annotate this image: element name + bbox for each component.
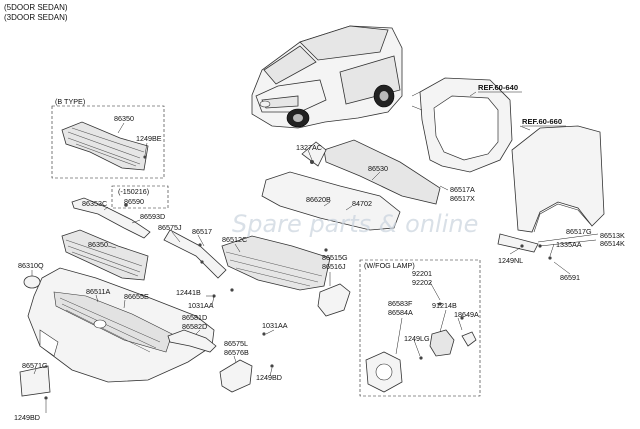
label-18649A: 18649A: [454, 310, 479, 319]
radiator-support-frame: [411, 77, 513, 173]
label-86350-btype: 86350: [114, 114, 134, 123]
label-86583F: 86583F: [388, 299, 413, 308]
front-fender: [511, 125, 605, 233]
label-1249LG: 1249LG: [404, 334, 430, 343]
label-86513K: 86513K: [600, 231, 625, 240]
label-86593D: 86593D: [140, 212, 165, 221]
fog-lamp-box: [359, 259, 481, 397]
label-1031AA-right: 1031AA: [262, 321, 288, 330]
car-illustration: [251, 25, 403, 129]
label-86353C: 86353C: [82, 199, 107, 208]
label-84702: 84702: [352, 199, 372, 208]
leader-lines: [31, 91, 599, 413]
fog-lamp-label: (W/FOG LAMP): [364, 261, 415, 270]
lower-grille: [221, 235, 331, 291]
btype-label: (B TYPE): [55, 97, 85, 106]
label-86515G: 86515G: [322, 253, 348, 262]
btype-box: [51, 105, 165, 179]
label-86590: 86590: [124, 197, 144, 206]
bumper-lower-trim: [167, 329, 217, 353]
label-86512C: 86512C: [222, 235, 247, 244]
label-150216: (-150216): [118, 187, 149, 196]
label-86655E: 86655E: [124, 292, 149, 301]
side-bumper-piece: [219, 359, 253, 393]
label-86517X: 86517X: [450, 194, 475, 203]
label-86591: 86591: [560, 273, 580, 282]
front-bumper-cover: [27, 267, 215, 383]
label-86517A: 86517A: [450, 185, 475, 194]
label-86582D: 86582D: [182, 322, 207, 331]
label-92201: 92201: [412, 269, 432, 278]
label-86620B: 86620B: [306, 195, 331, 204]
label-86517: 86517: [192, 227, 212, 236]
fasteners: [44, 155, 552, 400]
label-86581D: 86581D: [182, 313, 207, 322]
label-86571G: 86571G: [22, 361, 48, 370]
label-1335AA: 1335AA: [556, 240, 582, 249]
label-1249BD-right: 1249BD: [256, 373, 282, 382]
ref-label-60-660: REF.60-660: [522, 117, 562, 126]
label-86530: 86530: [368, 164, 388, 173]
label-86516J: 86516J: [322, 262, 346, 271]
label-1031AA-left: 1031AA: [188, 301, 214, 310]
header-3door: (3DOOR SEDAN): [4, 13, 68, 22]
fog-lamp-cover: [317, 283, 351, 317]
label-92202: 92202: [412, 278, 432, 287]
label-1249NL: 1249NL: [498, 256, 523, 265]
label-91214B: 91214B: [432, 301, 457, 310]
ref-label-60-640: REF.60-640: [478, 83, 518, 92]
side-bracket-left: [163, 229, 227, 279]
radiator-grille: [61, 229, 149, 281]
watermark: Spare parts & online: [232, 210, 478, 238]
license-plate-bracket: [19, 365, 51, 397]
label-1249BD-left: 1249BD: [14, 413, 40, 422]
label-86575J: 86575J: [158, 223, 182, 232]
150216-box: [111, 185, 169, 209]
label-86576B: 86576B: [224, 348, 249, 357]
grille-upper-trim: [71, 197, 151, 239]
label-1249BE: 1249BE: [136, 134, 162, 143]
label-86575L: 86575L: [224, 339, 248, 348]
label-12441B: 12441B: [176, 288, 201, 297]
label-86514K: 86514K: [600, 239, 625, 248]
grille-btype: [61, 121, 149, 171]
label-86517G: 86517G: [566, 227, 592, 236]
label-1327AC: 1327AC: [296, 143, 322, 152]
label-86350: 86350: [88, 240, 108, 249]
side-bracket-right: [497, 233, 539, 253]
label-86310Q: 86310Q: [18, 261, 44, 270]
label-86584A: 86584A: [388, 308, 413, 317]
fog-lamp-assembly: [365, 329, 477, 393]
label-86511A: 86511A: [86, 287, 110, 296]
bumper-reinforcement: [261, 139, 441, 231]
header-5door: (5DOOR SEDAN): [4, 3, 68, 12]
emblem: [23, 275, 41, 289]
